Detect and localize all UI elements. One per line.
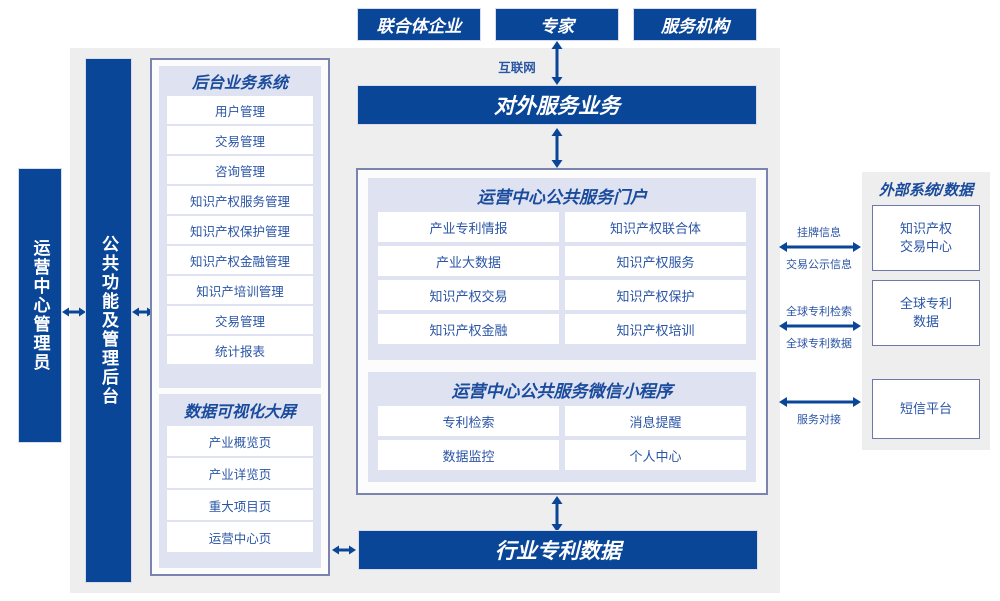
external-system-label: 知识产权 交易中心 [900,220,952,255]
external-connection-label-below: 服务对接 [797,414,841,426]
miniprogram-item[interactable]: 个人中心 [565,440,746,470]
dashboard-item[interactable]: 运营中心页 [167,522,313,552]
backend-item[interactable]: 交易管理 [167,306,313,334]
arrow-internet-vertical [551,41,563,85]
miniprogram-panel: 运营中心公共服务微信小程序 专利检索 消息提醒 数据监控 个人中心 [368,372,756,482]
top-actor-label: 联合体企业 [376,17,462,36]
external-system-label: 全球专利 数据 [900,295,952,330]
external-connection-label-above: 全球专利检索 [786,306,852,318]
external-connection-label-above: 挂牌信息 [797,227,841,239]
backend-item[interactable]: 统计报表 [167,336,313,364]
external-system-label: 短信平台 [900,400,952,418]
portal-title: 运营中心公共服务门户 [477,187,647,207]
miniprogram-item[interactable]: 专利检索 [378,406,559,436]
external-system-ip-exchange-center[interactable]: 知识产权 交易中心 [872,205,980,271]
external-system-line2: 交易中心 [899,239,952,254]
backend-item[interactable]: 知识产权保护管理 [167,216,313,244]
arrow-actor-to-admin [62,307,86,317]
industry-patent-data-bar[interactable]: 行业专利数据 [358,530,758,570]
industry-patent-data-label: 行业专利数据 [495,540,621,563]
external-system-line1: 知识产权 [899,221,952,237]
admin-backoffice-column[interactable]: 公共功能及管理后台 [85,58,132,583]
backend-item[interactable]: 交易管理 [167,126,313,154]
portal-item[interactable]: 知识产权培训 [565,314,746,344]
backend-item[interactable]: 知识产权金融管理 [167,246,313,274]
arrow-service-to-portal [551,128,563,168]
miniprogram-item[interactable]: 数据监控 [378,440,559,470]
data-visualization-panel: 数据可视化大屏 产业概览页 产业详览页 重大项目页 运营中心页 [159,394,321,568]
portal-item[interactable]: 知识产权交易 [378,280,559,310]
miniprogram-title: 运营中心公共服务微信小程序 [451,381,673,401]
dashboard-item[interactable]: 重大项目页 [167,490,313,520]
backend-business-system-list: 用户管理 交易管理 咨询管理 知识产权服务管理 知识产权保护管理 知识产权金融管… [159,96,321,370]
left-actor-operations-admin[interactable]: 运营中心管理员 [18,168,62,443]
top-actor-label: 服务机构 [661,17,729,36]
external-system-line1: 全球专利 [899,296,952,312]
portal-item[interactable]: 知识产权联合体 [565,212,746,242]
portal-item[interactable]: 产业大数据 [378,246,559,276]
backend-business-system-panel: 后台业务系统 用户管理 交易管理 咨询管理 知识产权服务管理 知识产权保护管理 … [159,66,321,388]
arrow-external-sms-platform [779,397,861,407]
left-actor-label: 运营中心管理员 [30,239,50,372]
external-service-business-label: 对外服务业务 [494,95,620,118]
backend-item[interactable]: 用户管理 [167,96,313,124]
top-actor-service-agency[interactable]: 服务机构 [633,8,757,41]
portal-item[interactable]: 知识产权服务 [565,246,746,276]
external-system-line1: 短信平台 [899,401,952,417]
external-system-line2: 数据 [912,314,939,329]
external-system-global-patent-data[interactable]: 全球专利 数据 [872,280,980,346]
arrow-portal-to-industry-data [551,496,563,532]
external-system-sms-platform[interactable]: 短信平台 [872,379,980,439]
external-connection-label-below: 交易公示信息 [786,259,852,271]
arrow-external-global-patent [779,321,861,331]
external-service-business-bar[interactable]: 对外服务业务 [357,85,757,125]
admin-backoffice-label: 公共功能及管理后台 [99,235,118,406]
dashboard-item[interactable]: 产业概览页 [167,426,313,456]
backend-item[interactable]: 知识产培训管理 [167,276,313,304]
data-visualization-list: 产业概览页 产业详览页 重大项目页 运营中心页 [159,426,321,558]
backend-item[interactable]: 咨询管理 [167,156,313,184]
dashboard-item[interactable]: 产业详览页 [167,458,313,488]
portal-panel: 运营中心公共服务门户 产业专利情报 知识产权联合体 产业大数据 知识产权服务 知… [368,178,756,360]
external-connection-label-below: 全球专利数据 [786,338,852,350]
data-visualization-title: 数据可视化大屏 [183,404,296,421]
external-systems-title: 外部系统/数据 [878,182,974,199]
arrow-backend-to-industry-data [332,545,356,555]
top-actor-consortium-enterprise[interactable]: 联合体企业 [357,8,481,41]
portal-grid: 产业专利情报 知识产权联合体 产业大数据 知识产权服务 知识产权交易 知识产权保… [368,212,756,352]
portal-item[interactable]: 知识产权金融 [378,314,559,344]
miniprogram-grid: 专利检索 消息提醒 数据监控 个人中心 [368,406,756,478]
portal-item[interactable]: 产业专利情报 [378,212,559,242]
top-actor-expert[interactable]: 专家 [495,8,619,41]
portal-item[interactable]: 知识产权保护 [565,280,746,310]
backend-business-system-title: 后台业务系统 [191,75,288,92]
backend-item[interactable]: 知识产权服务管理 [167,186,313,214]
arrow-external-ip-exchange [779,242,861,252]
internet-label: 互联网 [498,61,536,75]
miniprogram-item[interactable]: 消息提醒 [565,406,746,436]
top-actor-label: 专家 [540,17,574,36]
